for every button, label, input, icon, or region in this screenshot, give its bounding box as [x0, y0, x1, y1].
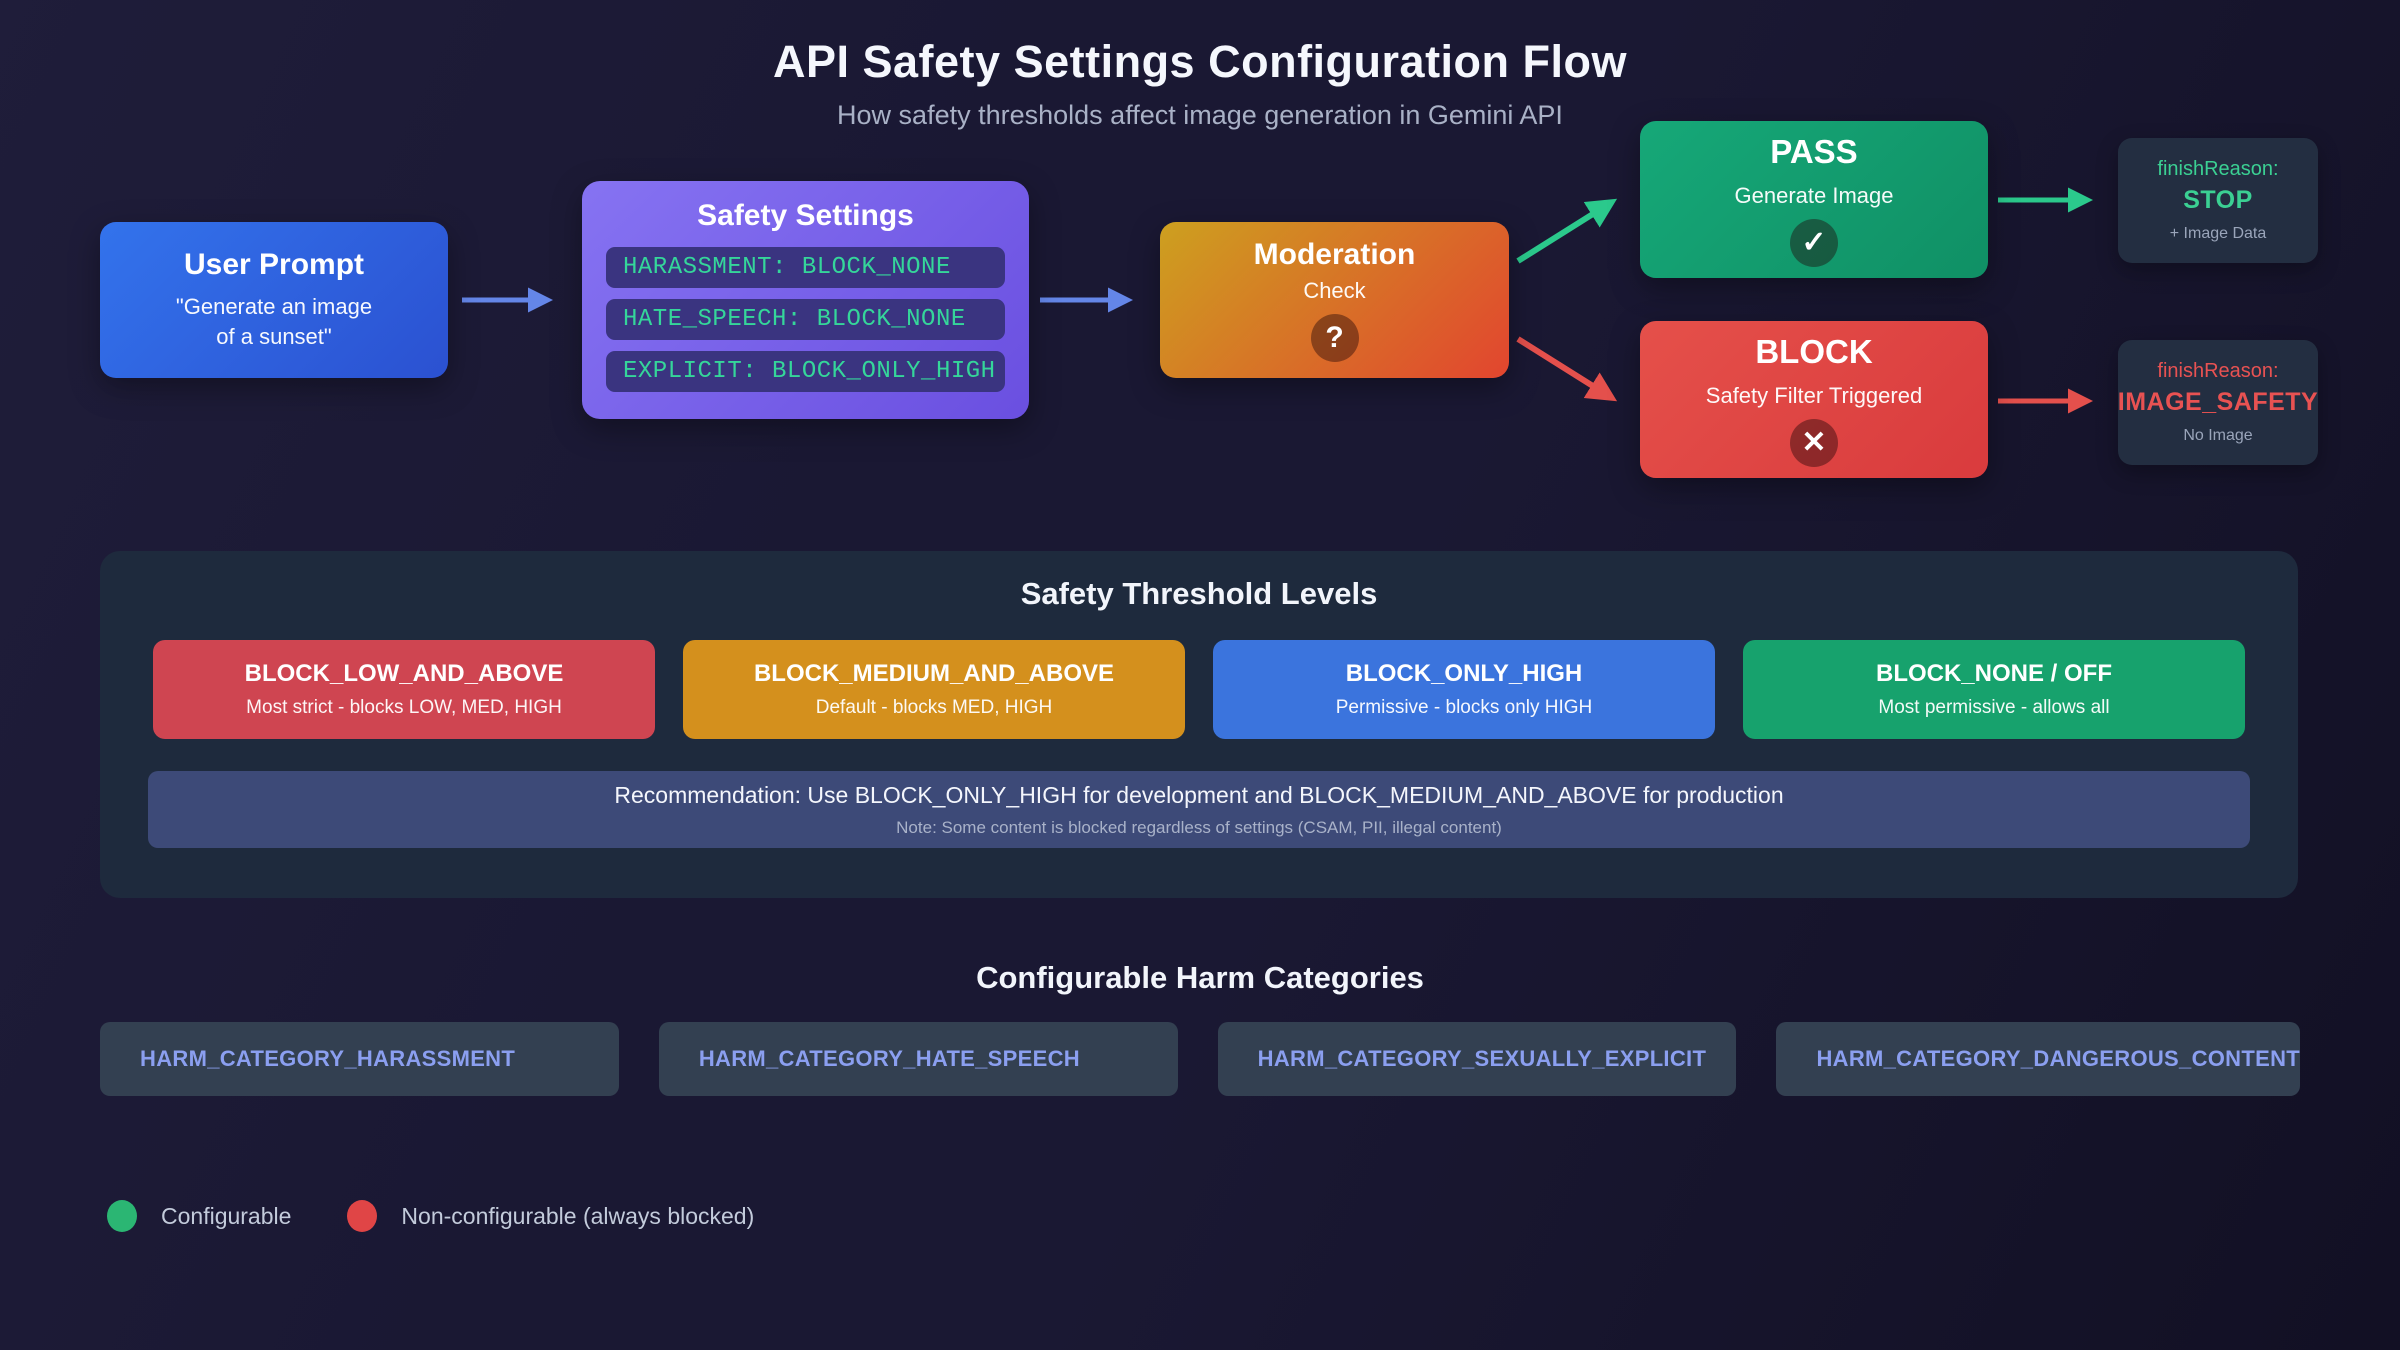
recommendation-note: Note: Some content is blocked regardless… [896, 817, 1502, 837]
threshold-section-title: Safety Threshold Levels [1020, 576, 1378, 611]
user-prompt-title: User Prompt [183, 248, 365, 282]
moderation-subtitle: Check [1303, 278, 1366, 303]
setting-row-explicit: EXPLICIT: BLOCK_ONLY_HIGH [606, 351, 1005, 392]
pass-node: PASS Generate Image ✓ [1640, 121, 1988, 278]
harm-categories-row: HARM_CATEGORY_HARASSMENT HARM_CATEGORY_H… [100, 1022, 2300, 1096]
red-dot-icon [347, 1200, 378, 1232]
question-icon: ? [1310, 314, 1359, 362]
finish-safety-value: IMAGE_SAFETY [2117, 388, 2319, 416]
moderation-title: Moderation [1253, 238, 1416, 271]
green-dot-icon [107, 1200, 137, 1232]
recommendation-text: Recommendation: Use BLOCK_ONLY_HIGH for … [614, 781, 1784, 808]
finish-stop-note: + Image Data [2169, 225, 2267, 242]
user-prompt-body: "Generate an image of a sunset" [175, 294, 373, 349]
block-subtitle: Safety Filter Triggered [1705, 382, 1923, 408]
x-icon: ✕ [1790, 418, 1838, 467]
page-title: API Safety Settings Configuration Flow [772, 36, 1628, 87]
finish-stop-label: finishReason: [2157, 158, 2279, 180]
harm-chip-hate-speech: HARM_CATEGORY_HATE_SPEECH [658, 1022, 1178, 1096]
arrow-moderation-to-pass [1516, 198, 1618, 264]
level-block-low-and-above: BLOCK_LOW_AND_ABOVE Most strict - blocks… [153, 640, 655, 739]
moderation-node: Moderation Check ? [1160, 222, 1509, 378]
legend: Configurable Non-configurable (always bl… [107, 1200, 754, 1232]
harm-chip-sexually-explicit: HARM_CATEGORY_SEXUALLY_EXPLICIT [1217, 1022, 1737, 1096]
pass-title: PASS [1770, 132, 1858, 170]
finish-reason-stop-box: finishReason: STOP + Image Data [2118, 138, 2318, 263]
finish-reason-image-safety-box: finishReason: IMAGE_SAFETY No Image [2118, 340, 2318, 465]
threshold-levels-row: BLOCK_LOW_AND_ABOVE Most strict - blocks… [100, 640, 2298, 739]
setting-row-hate-speech: HATE_SPEECH: BLOCK_NONE [606, 299, 1005, 340]
harm-categories-title: Configurable Harm Categories [976, 960, 1424, 995]
safety-settings-node: Safety Settings HARASSMENT: BLOCK_NONE H… [582, 181, 1029, 419]
pass-subtitle: Generate Image [1734, 182, 1894, 208]
finish-stop-value: STOP [2183, 186, 2253, 214]
page-subtitle: How safety thresholds affect image gener… [837, 100, 1563, 130]
harm-chip-dangerous-content: HARM_CATEGORY_DANGEROUS_CONTENT [1776, 1022, 2300, 1096]
level-block-medium-and-above: BLOCK_MEDIUM_AND_ABOVE Default - blocks … [683, 640, 1185, 739]
level-block-none-off: BLOCK_NONE / OFF Most permissive - allow… [1743, 640, 2245, 739]
legend-item-configurable: Configurable [107, 1200, 291, 1232]
arrow-moderation-to-block [1516, 336, 1618, 402]
legend-item-non-configurable: Non-configurable (always blocked) [347, 1200, 754, 1232]
block-node: BLOCK Safety Filter Triggered ✕ [1640, 321, 1988, 478]
finish-safety-note: No Image [2183, 427, 2253, 444]
check-icon: ✓ [1790, 218, 1838, 267]
recommendation-bar: Recommendation: Use BLOCK_ONLY_HIGH for … [148, 771, 2250, 848]
level-block-only-high: BLOCK_ONLY_HIGH Permissive - blocks only… [1213, 640, 1715, 739]
threshold-section: Safety Threshold Levels BLOCK_LOW_AND_AB… [100, 551, 2298, 898]
setting-row-harassment: HARASSMENT: BLOCK_NONE [606, 247, 1005, 288]
finish-safety-label: finishReason: [2157, 360, 2279, 382]
block-title: BLOCK [1755, 332, 1873, 370]
safety-settings-rows: HARASSMENT: BLOCK_NONE HATE_SPEECH: BLOC… [582, 233, 1029, 392]
user-prompt-node: User Prompt "Generate an image of a suns… [100, 222, 448, 378]
safety-settings-title: Safety Settings [697, 199, 914, 232]
harm-chip-harassment: HARM_CATEGORY_HARASSMENT [100, 1022, 619, 1096]
